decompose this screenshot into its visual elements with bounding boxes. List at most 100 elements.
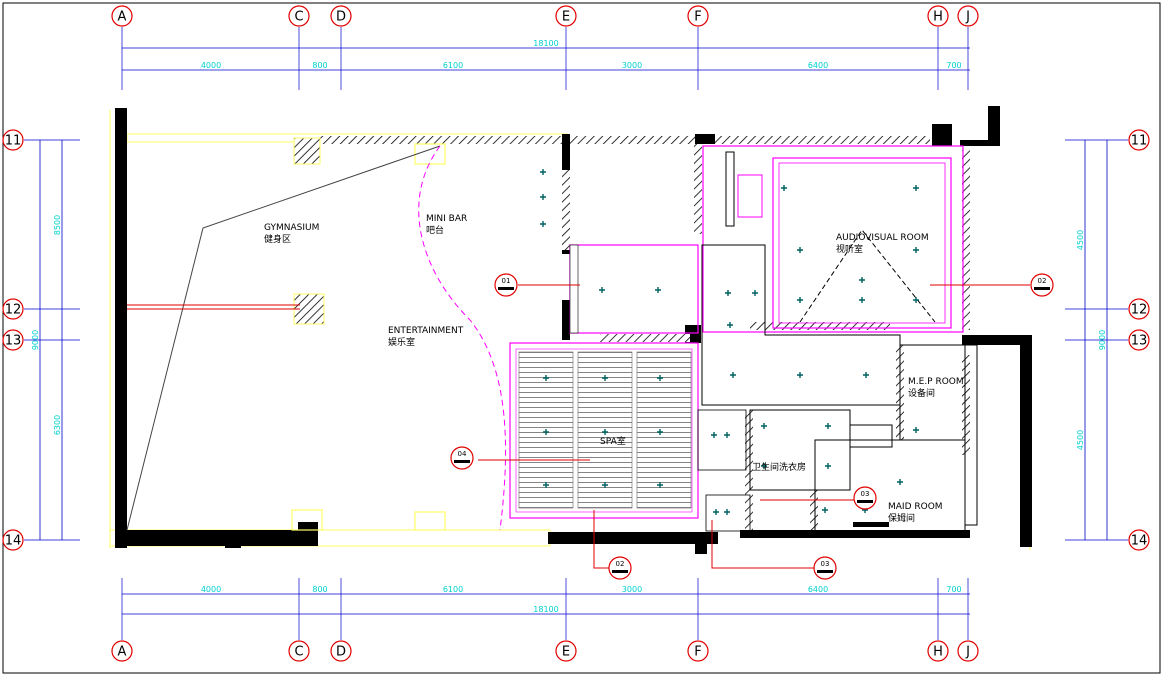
grid-bubble-top-J: J [957, 5, 979, 27]
dim-left-total: 9000 [31, 330, 40, 350]
room-label-mep-en: M.E.P ROOM [908, 377, 964, 387]
ceiling-light [599, 287, 605, 293]
ceiling-light [863, 372, 869, 378]
ceiling-light [761, 463, 767, 469]
grid-bubble-left-11-label: 11 [5, 134, 22, 149]
ceiling-light [913, 297, 919, 303]
room-label-laundry: 卫生间洗衣房 [752, 461, 806, 473]
dim-seg-3-top: 6100 [443, 61, 463, 70]
grid-bubble-top-C: C [288, 5, 310, 27]
ceiling-light [540, 169, 546, 175]
grid-bubble-top-E: E [555, 5, 577, 27]
grid-bubble-right-14-label: 14 [1131, 534, 1148, 549]
dim-seg-4-top: 3000 [622, 61, 642, 70]
ceiling-light [657, 429, 663, 435]
ceiling-light [724, 432, 730, 438]
room-label-minibar-cn: 吧台 [426, 224, 444, 236]
entertainment-curve [418, 145, 507, 531]
room-label-gymnasium-cn: 健身区 [264, 233, 291, 245]
room-label-spa: SPA室 [600, 435, 626, 447]
grid-bubble-bottom-D-label: D [336, 645, 346, 660]
grid-bubble-right-12-label: 12 [1131, 303, 1148, 318]
grid-row-axes: 11 11 12 12 13 13 14 14 [2, 129, 1150, 551]
svg-text:02: 02 [1038, 277, 1047, 285]
dimension-chain-right: 4500 9000 4500 [1076, 140, 1108, 540]
grid-bubble-top-D-label: D [336, 10, 346, 25]
spa-room-area [509, 342, 699, 519]
grid-bubble-bottom-A-label: A [118, 645, 127, 660]
grid-bubble-left-12: 12 [2, 298, 24, 320]
ceiling-light [540, 221, 546, 227]
dim-left-lower: 6300 [53, 415, 62, 435]
svg-text:01: 01 [502, 277, 511, 285]
svg-text:03: 03 [821, 560, 830, 568]
svg-text:04: 04 [458, 450, 467, 458]
grid-bubble-bottom-A: A [111, 640, 133, 662]
dim-seg-3-bottom: 6100 [443, 585, 463, 594]
room-label-entertainment-cn: 娱乐室 [388, 336, 415, 348]
ceiling-light [543, 482, 549, 488]
section-marker-01: 01 [494, 273, 518, 297]
ceiling-light [727, 322, 733, 328]
dim-seg-1-top: 4000 [201, 61, 221, 70]
grid-bubble-left-12-label: 12 [5, 303, 22, 318]
ceiling-light [797, 247, 803, 253]
grid-bubble-top-J-label: J [965, 10, 970, 25]
grid-bubble-right-14: 14 [1128, 529, 1150, 551]
ceiling-light [725, 290, 731, 296]
dim-right-upper: 4500 [1076, 230, 1085, 250]
dim-seg-6-bottom: 700 [946, 585, 961, 594]
ceiling-lights [540, 169, 919, 515]
ceiling-light [825, 463, 831, 469]
ceiling-light [724, 509, 730, 515]
section-marker-03-right: 03 [853, 486, 877, 510]
ceiling-light [543, 429, 549, 435]
room-label-minibar-en: MINI BAR [426, 214, 467, 224]
ceiling-light [713, 509, 719, 515]
ceiling-light [797, 297, 803, 303]
grid-bubble-bottom-C-label: C [294, 645, 303, 660]
grid-bubble-right-13: 13 [1128, 329, 1150, 351]
grid-bubble-bottom-F: F [687, 640, 709, 662]
grid-bubble-right-12: 12 [1128, 298, 1150, 320]
section-marker-02-right: 02 [1030, 273, 1054, 297]
grid-bubble-left-13-label: 13 [5, 334, 22, 349]
svg-text:02: 02 [616, 560, 625, 568]
dim-seg-5-bottom: 6400 [808, 585, 828, 594]
ceiling-light [540, 194, 546, 200]
grid-bubble-right-11-label: 11 [1131, 134, 1148, 149]
grid-bubble-right-13-label: 13 [1131, 334, 1148, 349]
ceiling-light [781, 185, 787, 191]
dim-right-total: 9000 [1098, 330, 1107, 350]
dim-total-bottom: 18100 [533, 605, 558, 614]
ceiling-light [752, 290, 758, 296]
dimension-chain-left: 9000 8500 6300 [31, 140, 63, 540]
ceiling-light [711, 432, 717, 438]
section-marker-04: 04 [450, 446, 474, 470]
grid-bubble-top-C-label: C [294, 10, 303, 25]
grid-bubble-left-13: 13 [2, 329, 24, 351]
section-marker-02-bottom: 02 [608, 556, 632, 580]
grid-bubble-bottom-E: E [555, 640, 577, 662]
grid-bubble-top-D: D [330, 5, 352, 27]
room-label-entertainment-en: ENTERTAINMENT [388, 326, 464, 336]
room-label-maid-cn: 保姆间 [888, 512, 915, 524]
grid-bubble-bottom-D: D [330, 640, 352, 662]
grid-bubble-top-H: H [927, 5, 949, 27]
grid-bubble-bottom-J-label: J [965, 645, 970, 660]
ceiling-light [797, 372, 803, 378]
ceiling-light [913, 427, 919, 433]
ceiling-light [761, 423, 767, 429]
ceiling-light [825, 423, 831, 429]
dimension-chain-bottom: 4000 800 6100 3000 6400 700 18100 [122, 585, 970, 615]
grid-bubble-top-H-label: H [933, 10, 943, 25]
grid-bubble-left-14: 14 [2, 529, 24, 551]
ceiling-light [913, 247, 919, 253]
room-label-gymnasium-en: GYMNASIUM [264, 223, 319, 233]
room-label-mep-cn: 设备间 [908, 387, 935, 399]
dim-seg-5-top: 6400 [808, 61, 828, 70]
ceiling-light [822, 507, 828, 513]
dim-seg-6-top: 700 [946, 61, 961, 70]
